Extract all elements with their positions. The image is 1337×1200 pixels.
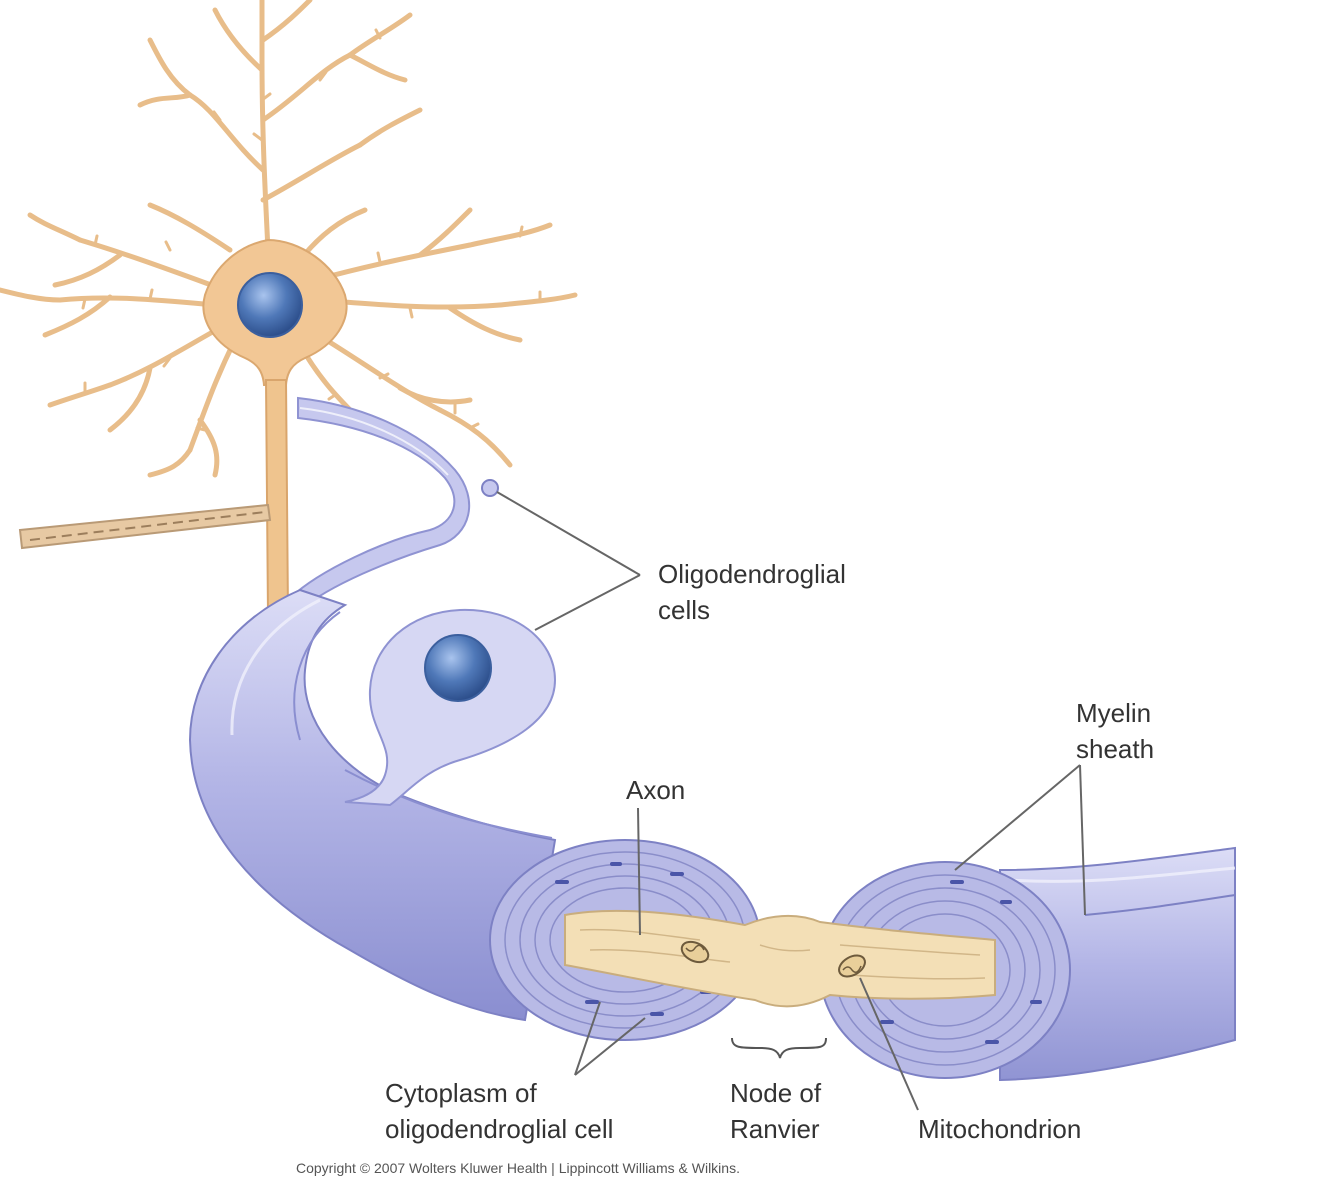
cytoplasm-flecks-left xyxy=(555,862,712,1016)
dendrites xyxy=(0,0,578,478)
axon xyxy=(564,909,996,1008)
node-of-ranvier-brace xyxy=(731,1037,827,1059)
oligodendroglial-cell-body xyxy=(344,608,557,807)
label-mitochondrion: Mitochondrion xyxy=(918,1114,1082,1144)
label-node-of-ranvier: Node of Ranvier xyxy=(730,1078,822,1144)
dendritic-spines xyxy=(81,28,542,432)
label-axon: Axon xyxy=(626,775,686,805)
side-fiber xyxy=(18,503,272,550)
myelin-sheath-main xyxy=(188,588,557,1022)
oligodendroglial-nucleus xyxy=(424,634,492,702)
copyright-notice: Copyright © 2007 Wolters Kluwer Health |… xyxy=(296,1160,740,1176)
leader-lines xyxy=(496,491,1086,1111)
oligodendroglial-process-bulb xyxy=(481,479,499,497)
myelin-sheath-right xyxy=(999,846,1236,1082)
label-cytoplasm: Cytoplasm of oligodendroglial cell xyxy=(385,1078,614,1144)
cytoplasm-flecks-right xyxy=(880,880,1042,1044)
neuron-nucleus xyxy=(237,272,303,338)
label-oligodendroglial-cells: Oligodendroglial cells xyxy=(658,559,846,625)
label-myelin-sheath: Myelin sheath xyxy=(1076,698,1155,764)
axon-hillock xyxy=(264,379,290,616)
